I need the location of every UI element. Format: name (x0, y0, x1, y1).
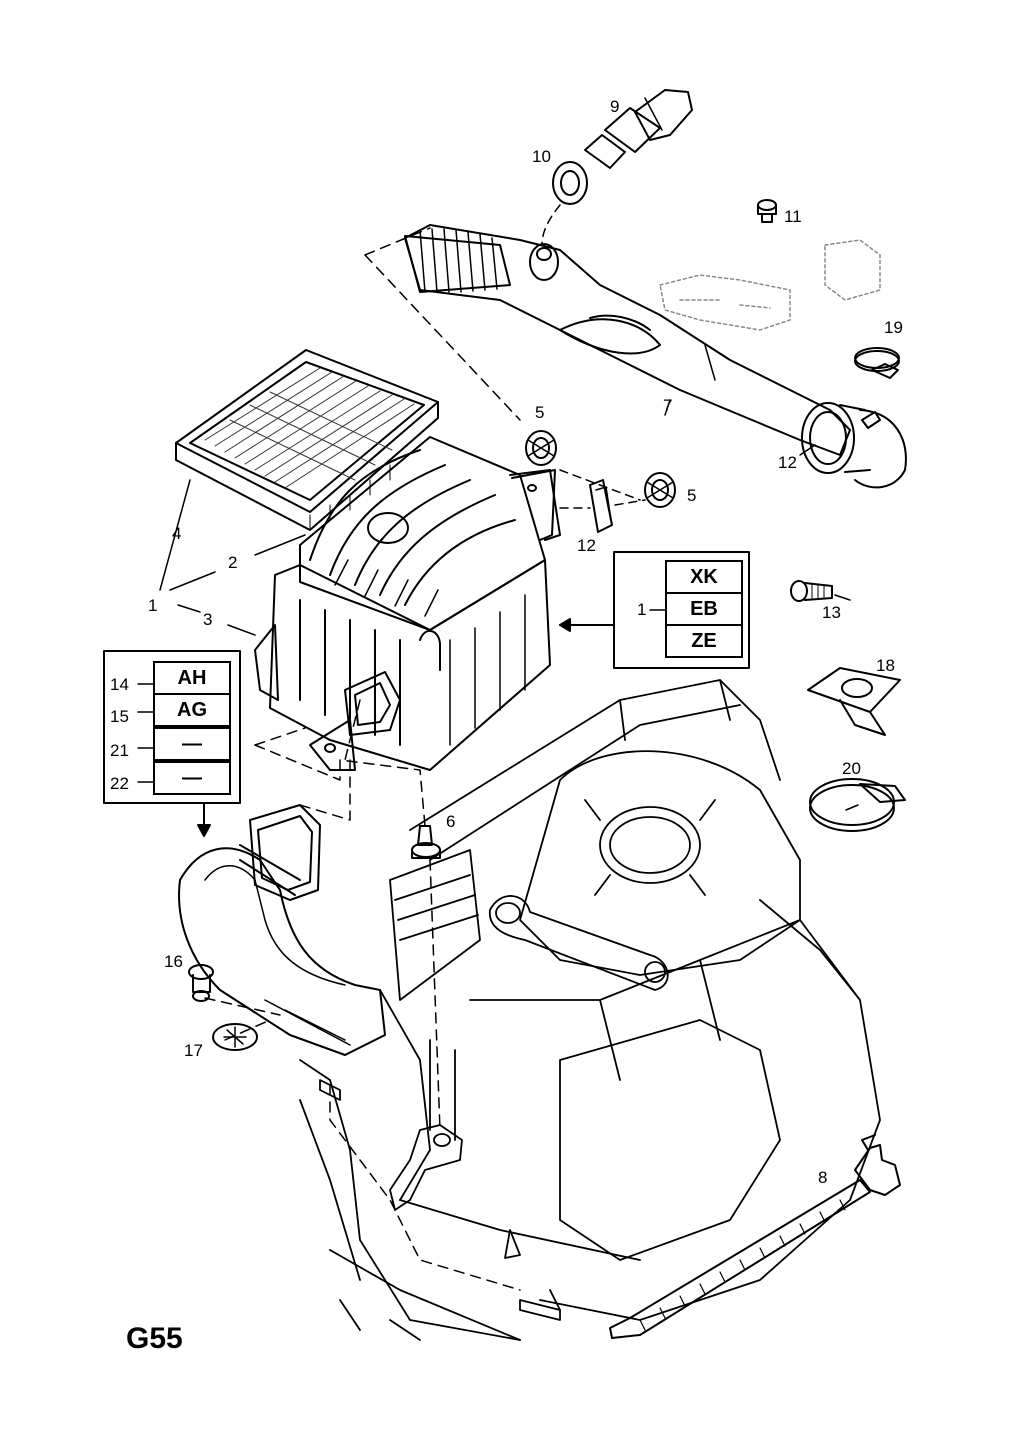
sheet-id: G55 (126, 1322, 183, 1355)
engine-code-xk: XK (665, 560, 743, 594)
intake-snorkel (178, 804, 386, 1056)
callout-7: 7 (663, 396, 673, 415)
air-filter-part-4 (175, 349, 439, 531)
variant-code-22: — (153, 761, 231, 795)
callout-20: 20 (842, 759, 861, 778)
clip-part-12 (589, 479, 613, 533)
callout-10: 10 (532, 147, 551, 166)
callout-17: 17 (184, 1041, 203, 1060)
engine-code-frame (613, 551, 750, 669)
callout-4: 4 (172, 524, 182, 543)
callout-1: 1 (148, 596, 158, 615)
variant-code-ah: AH (153, 661, 231, 695)
callout-9: 9 (610, 97, 620, 116)
variant-ref-15: 15 (110, 707, 129, 726)
variant-arrowhead (197, 824, 211, 837)
callout-16: 16 (164, 952, 183, 971)
hose-clamp-part-20 (809, 778, 906, 832)
variant-code-frame (103, 650, 241, 804)
engine-code-ze: ZE (665, 624, 743, 658)
duct-clamp-part-12 (801, 402, 907, 489)
bolt-part-11 (757, 199, 777, 223)
variant-ref-22: 22 (110, 774, 129, 793)
intake-duct-part-7 (404, 224, 851, 456)
background-parts-faint (659, 239, 881, 331)
variant-ref-14: 14 (110, 675, 129, 694)
connector-part-9 (584, 89, 693, 169)
cable-tie-part-8 (609, 1134, 901, 1339)
callout-8: 8 (818, 1168, 828, 1187)
bolt-part-13 (790, 580, 833, 602)
star-washer-part-17 (212, 1023, 258, 1051)
mounting-bracket (511, 469, 556, 541)
variant-code-21: — (153, 727, 231, 761)
leader-lines (159, 399, 859, 811)
air-cleaner-housing (254, 436, 561, 771)
drain-valve-part-6 (411, 825, 441, 859)
callout-13: 13 (822, 603, 841, 622)
callout-2: 2 (228, 553, 238, 572)
variant-ref-21: 21 (110, 741, 129, 760)
rubber-mount-part-5-upper (525, 430, 557, 466)
callout-11: 11 (784, 207, 802, 226)
callout-5-lower: 5 (687, 486, 697, 505)
engine-code-eb: EB (665, 592, 743, 626)
clip-nut-part-18 (807, 667, 901, 736)
rubber-mount-part-5-lower (644, 472, 676, 508)
callout-5-upper: 5 (535, 403, 545, 422)
vehicle-body-structure (299, 679, 881, 1341)
push-clip-part-16 (188, 964, 214, 1002)
hose-clamp-part-19 (854, 347, 900, 379)
seal-ring-part-10 (552, 161, 588, 205)
callout-12-upper: 12 (778, 453, 797, 472)
callout-19: 19 (884, 318, 903, 337)
callout-3: 3 (203, 610, 213, 629)
callout-18: 18 (876, 656, 895, 675)
assembly-lines (204, 227, 521, 1291)
engine-code-ref: 1 (637, 600, 647, 619)
variant-code-ag: AG (153, 693, 231, 727)
engine-code-arrowhead (559, 618, 571, 632)
variant-code-table: AH AG — — (153, 661, 231, 795)
engine-code-table: XK EB ZE (665, 560, 743, 660)
callout-6: 6 (446, 812, 456, 831)
callout-12-lower: 12 (577, 536, 596, 555)
